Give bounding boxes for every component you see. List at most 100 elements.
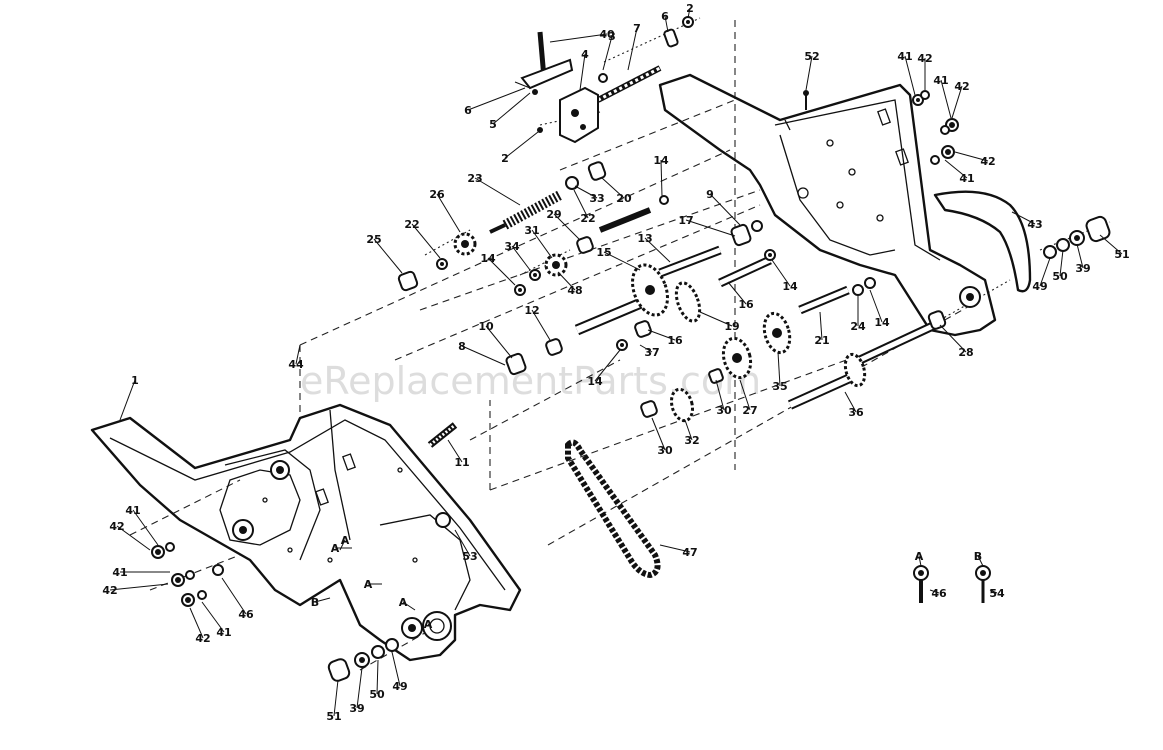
callout-leader [684,419,693,441]
callout-leader [1059,249,1064,277]
callout-leader [553,213,581,241]
part-callout-37: 37 [644,346,659,359]
callout-leader [487,257,516,286]
callout-leader [436,193,461,233]
callout-leader [819,311,823,341]
part-callout-A: A [424,618,433,631]
part-callout-A: A [915,550,924,563]
watermark-text: eReplacementParts.com [300,359,761,403]
part-callout-19: 19 [724,320,739,333]
part-callout-3: 3 [608,30,616,43]
drive-chain [565,439,661,579]
callout-leader [1011,211,1036,225]
callout-leader [461,345,506,366]
callout-leader [977,555,984,567]
part-callout-15: 15 [596,246,611,259]
part-callout-41: 41 [933,74,948,87]
part-callout-27: 27 [742,404,757,417]
top-lever-assembly [514,16,694,144]
part-callout-41: 41 [897,50,912,63]
callout-leader [940,79,952,119]
callout-leader [427,623,431,627]
part-callout-5: 5 [489,118,497,131]
part-callout-46: 46 [238,608,254,621]
callout-leader [659,544,691,553]
worm-shaft [489,190,563,234]
callout-leader [639,344,653,353]
part-callout-46: 46 [931,587,947,600]
part-callout-50: 50 [369,688,385,701]
hardware-bolts [913,565,991,603]
callout-leader [709,193,741,226]
part-callout-42: 42 [195,632,210,645]
callout-leader [989,589,998,594]
part-callout-11: 11 [454,456,469,469]
callout-leader [333,679,339,717]
part-callout-35: 35 [772,380,787,393]
part-callout-42: 42 [980,155,995,168]
callout-leader [918,555,922,567]
part-callout-21: 21 [814,334,829,347]
part-callout-42: 42 [109,520,124,533]
callout-leader [771,259,791,287]
callout-leader [485,325,513,359]
callout-leader [664,15,669,33]
callout-leader [660,159,663,197]
part-callout-33: 33 [589,192,604,205]
tine-shield [933,190,1032,293]
part-callout-28: 28 [958,346,973,359]
callout-leader [1076,243,1084,269]
callout-leader [557,271,576,291]
part-callout-53: 53 [462,550,477,563]
part-callout-52: 52 [804,50,819,63]
callout-leader [939,324,967,353]
part-callout-41: 41 [125,504,140,517]
part-callout-41: 41 [216,626,231,639]
callout-leader [376,659,379,695]
part-callout-22: 22 [580,212,595,225]
part-callout-32: 32 [684,434,699,447]
callout-leader [601,177,625,199]
callout-leader [295,344,301,365]
part-callout-31: 31 [524,224,539,237]
callout-leader [339,539,346,551]
callout-leader [411,223,441,259]
callout-leader [573,189,589,219]
part-callout-34: 34 [504,240,520,253]
part-callout-A: A [331,542,340,555]
callout-leader [869,289,883,323]
callout-leader [454,529,471,557]
part-callout-23: 23 [467,172,482,185]
callout-leader [402,601,416,611]
part-callout-B: B [974,550,982,563]
callout-leader [511,245,531,271]
part-callout-47: 47 [682,546,697,559]
callout-leader [777,351,781,387]
part-callout-30: 30 [716,404,732,417]
callout-leader [603,251,641,271]
part-callout-43: 43 [1027,218,1042,231]
part-callout-42: 42 [917,52,932,65]
callout-leader [1039,257,1051,287]
callout-leader [602,35,613,71]
part-callout-29: 29 [546,208,561,221]
part-callout-50: 50 [1052,270,1068,283]
part-callout-48: 48 [567,284,582,297]
part-callout-54: 54 [989,587,1005,600]
part-callout-9: 9 [706,188,714,201]
part-callout-49: 49 [1032,280,1047,293]
part-callout-12: 12 [524,304,539,317]
part-callout-A: A [341,534,350,547]
part-callout-41: 41 [959,172,974,185]
callout-leader [739,379,751,411]
part-callout-6: 6 [661,10,669,23]
callout-leader [531,229,553,259]
part-callout-A: A [399,596,408,609]
callout-leader [474,177,521,206]
callout-leader [579,53,586,91]
part-callout-14: 14 [653,154,669,167]
callout-leader [594,349,621,382]
callout-leader [492,92,531,125]
part-callout-8: 8 [458,340,466,353]
